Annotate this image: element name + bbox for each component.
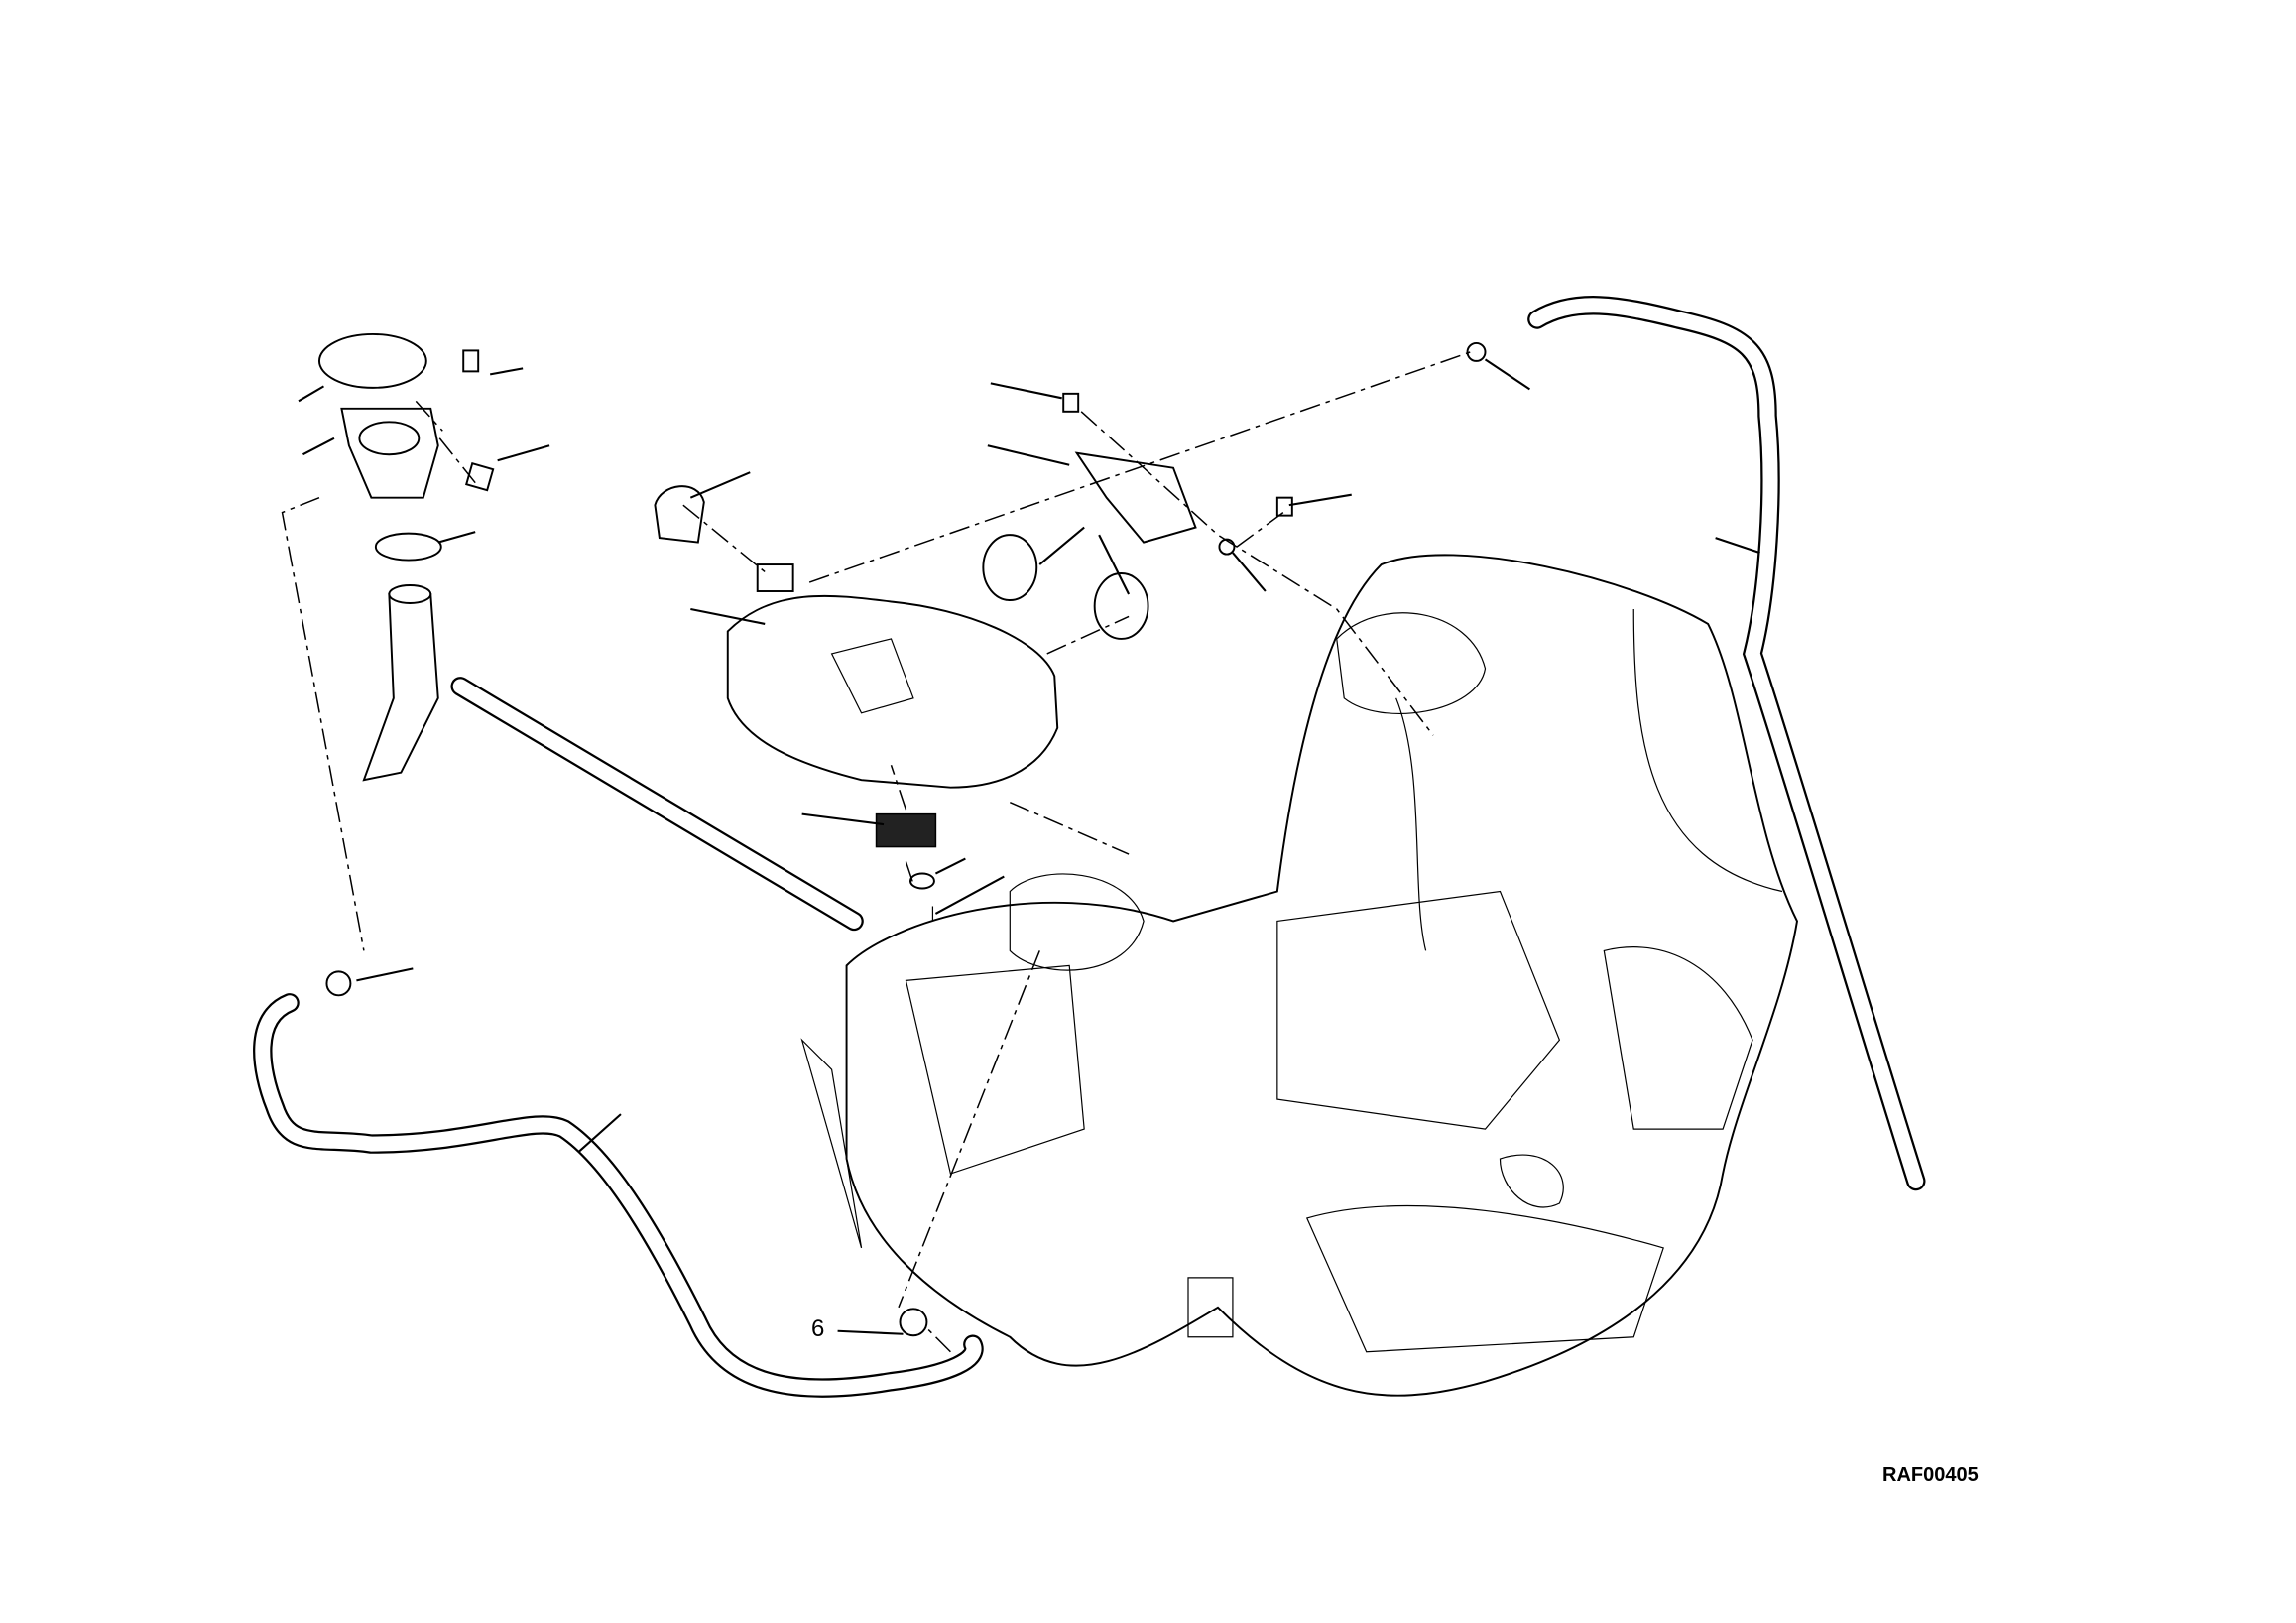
expansion-tank bbox=[654, 341, 1487, 925]
rubber-pad bbox=[875, 812, 937, 848]
assembly-lines bbox=[281, 351, 1471, 1353]
drawing-code: RAF00405 bbox=[1882, 1464, 1979, 1486]
breather-hose bbox=[1527, 296, 1926, 1191]
callout-label: 6 bbox=[811, 1315, 825, 1342]
filler-cap bbox=[317, 332, 495, 562]
lower-coolant-hose bbox=[253, 993, 984, 1398]
filler-pipe bbox=[362, 584, 864, 932]
engine-block bbox=[800, 554, 1798, 1397]
leader-lines bbox=[298, 358, 1760, 1335]
